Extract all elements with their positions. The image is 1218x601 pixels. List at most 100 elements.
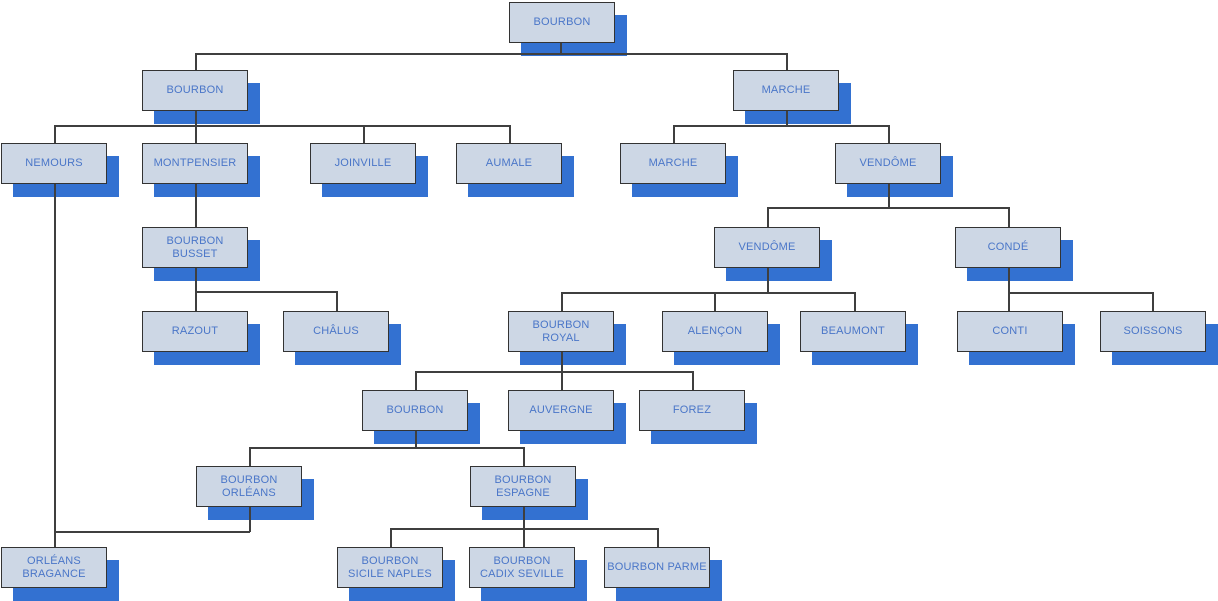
node-marche[interactable]: MARCHE	[620, 143, 726, 184]
node-label: AUVERGNE	[529, 404, 593, 416]
connector-line	[714, 292, 716, 311]
node-label: BOURBON ROYAL	[532, 318, 590, 344]
connector-line	[249, 506, 251, 532]
connector-line	[336, 291, 338, 311]
node-label: ALENÇON	[687, 325, 743, 337]
node-label: MARCHE	[648, 157, 698, 169]
connector-line	[1008, 292, 1153, 294]
connector-line	[523, 528, 525, 547]
node-label: RAZOUT	[171, 325, 219, 337]
node-label: BOURBON SICILE NAPLES	[348, 554, 432, 580]
node-label: VENDÔME	[738, 241, 796, 253]
node-alencon[interactable]: ALENÇON	[662, 311, 768, 352]
connector-line	[195, 53, 788, 55]
node-label: CONDÉ	[987, 241, 1029, 253]
node-label: BOURBON	[533, 16, 591, 28]
node-chalus[interactable]: CHÂLUS	[283, 311, 389, 352]
connector-line	[561, 371, 563, 390]
connector-line	[509, 125, 511, 143]
node-label: FOREZ	[672, 404, 712, 416]
node-label: VENDÔME	[859, 157, 917, 169]
node-label: ORLÉANS BRAGANCE	[22, 554, 86, 580]
connector-line	[54, 125, 56, 143]
node-bourbon-root[interactable]: BOURBON	[509, 2, 615, 43]
connector-line	[673, 125, 889, 127]
node-label: BOURBON ORLÉANS	[220, 473, 278, 499]
node-label: BOURBON PARME	[607, 561, 707, 573]
connector-line	[415, 371, 417, 390]
connector-line	[54, 531, 250, 533]
node-label: CHÂLUS	[313, 325, 359, 337]
node-joinville[interactable]: JOINVILLE	[310, 143, 416, 184]
connector-line	[673, 125, 675, 143]
node-forez[interactable]: FOREZ	[639, 390, 745, 431]
connector-line	[523, 506, 525, 528]
connector-line	[561, 292, 855, 294]
connector-line	[1152, 292, 1154, 311]
node-bourbon-cadet[interactable]: BOURBON	[142, 70, 248, 111]
node-bourbon-parme[interactable]: BOURBON PARME	[604, 547, 710, 588]
node-bourbon-orleans[interactable]: BOURBON ORLÉANS	[196, 466, 302, 507]
node-auvergne[interactable]: AUVERGNE	[508, 390, 614, 431]
connector-line	[249, 447, 251, 466]
connector-line	[523, 447, 525, 466]
connector-line	[415, 371, 693, 373]
connector-line	[767, 267, 769, 292]
node-label: BOURBON	[386, 404, 444, 416]
node-bourbon-espagne[interactable]: BOURBON ESPAGNE	[470, 466, 576, 507]
node-razout[interactable]: RAZOUT	[142, 311, 248, 352]
node-label: BOURBON BUSSET	[166, 234, 224, 260]
node-label: AUMALE	[485, 157, 533, 169]
node-label: BEAUMONT	[821, 325, 885, 337]
connector-line	[195, 53, 197, 70]
node-orleans-bragance[interactable]: ORLÉANS BRAGANCE	[1, 547, 107, 588]
node-label: BOURBON CADIX SEVILLE	[480, 554, 564, 580]
connector-line	[249, 447, 524, 449]
connector-line	[560, 42, 562, 53]
node-nemours[interactable]: NEMOURS	[1, 143, 107, 184]
connector-line	[415, 431, 417, 447]
node-label: BOURBON ESPAGNE	[494, 473, 552, 499]
connector-line	[390, 528, 392, 547]
connector-line	[888, 125, 890, 143]
node-label: JOINVILLE	[334, 157, 392, 169]
connector-line	[561, 352, 563, 371]
connector-line	[363, 125, 365, 143]
node-aumale[interactable]: AUMALE	[456, 143, 562, 184]
connector-line	[1008, 267, 1010, 311]
node-bourbon-busset[interactable]: BOURBON BUSSET	[142, 227, 248, 268]
node-label: CONTI	[992, 325, 1028, 337]
connector-line	[786, 53, 788, 70]
connector-line	[692, 371, 694, 390]
node-vendome-2[interactable]: VENDÔME	[714, 227, 820, 268]
connector-line	[786, 110, 788, 125]
node-conde[interactable]: CONDÉ	[955, 227, 1061, 268]
connector-line	[54, 184, 56, 548]
connector-line	[195, 184, 197, 227]
connector-line	[1008, 207, 1010, 227]
connector-line	[195, 110, 197, 143]
node-marche-branch[interactable]: MARCHE	[733, 70, 839, 111]
connector-line	[767, 207, 1009, 209]
node-bourbon-cadix-seville[interactable]: BOURBON CADIX SEVILLE	[469, 547, 575, 588]
connector-line	[195, 267, 197, 311]
node-conti[interactable]: CONTI	[957, 311, 1063, 352]
node-label: NEMOURS	[25, 157, 83, 169]
connector-line	[195, 291, 337, 293]
node-label: SOISSONS	[1123, 325, 1183, 337]
node-label: MONTPENSIER	[153, 157, 237, 169]
connector-line	[767, 207, 769, 227]
node-montpensier[interactable]: MONTPENSIER	[142, 143, 248, 184]
node-beaumont[interactable]: BEAUMONT	[800, 311, 906, 352]
node-label: BOURBON	[166, 84, 224, 96]
node-vendome[interactable]: VENDÔME	[835, 143, 941, 184]
connector-line	[561, 292, 563, 311]
node-bourbon-sicile-naples[interactable]: BOURBON SICILE NAPLES	[337, 547, 443, 588]
node-soissons[interactable]: SOISSONS	[1100, 311, 1206, 352]
node-bourbon-3[interactable]: BOURBON	[362, 390, 468, 431]
connector-line	[54, 125, 510, 127]
node-bourbon-royal[interactable]: BOURBON ROYAL	[508, 311, 614, 352]
node-label: MARCHE	[761, 84, 811, 96]
connector-line	[657, 528, 659, 547]
